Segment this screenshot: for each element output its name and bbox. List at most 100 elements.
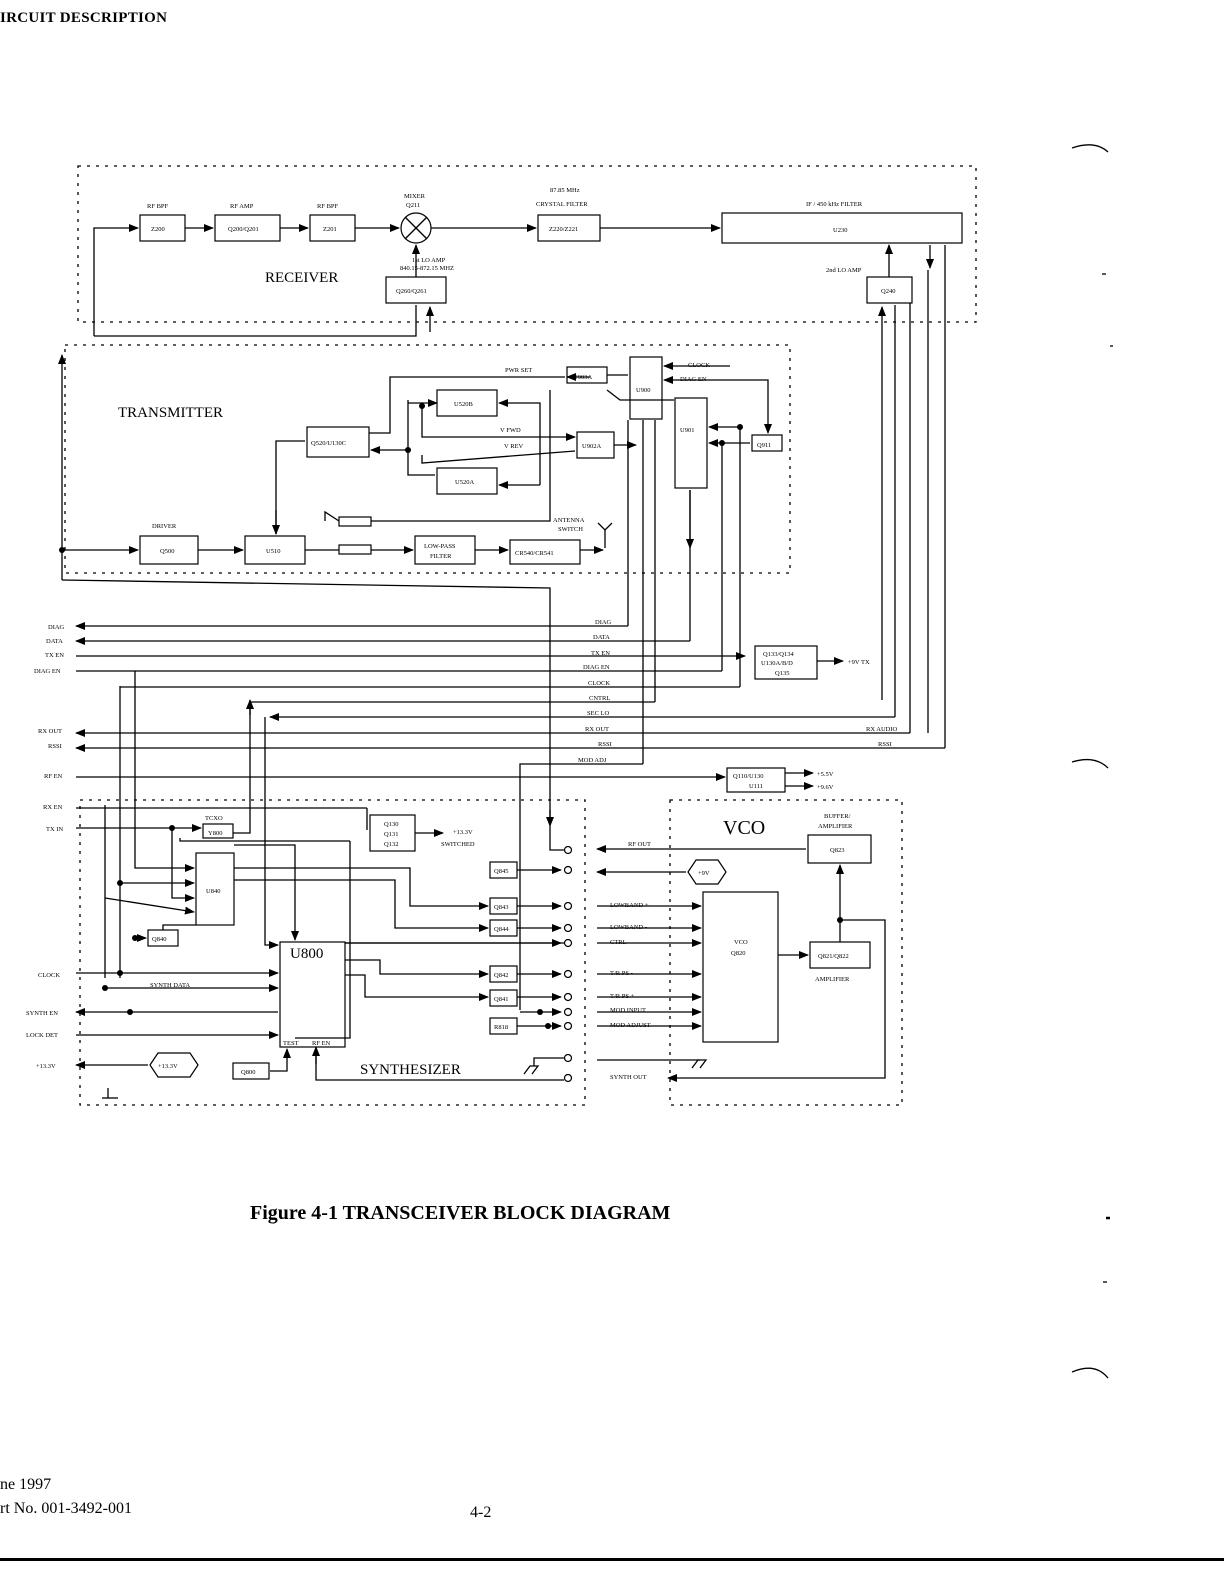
q840-id: Q840 (152, 936, 166, 943)
driver-q500 (139, 535, 199, 565)
lo1-label: 1st LO AMP (412, 257, 446, 264)
page-number: 4-2 (470, 1504, 492, 1521)
transmitter-title: TRANSMITTER (118, 405, 223, 421)
q110-box (726, 767, 786, 793)
q130-l1: Q130 (384, 821, 398, 828)
buffer-label: BUFFER/ (824, 813, 851, 820)
sig-left-tx-in: TX IN (46, 826, 63, 833)
sig-left-rx-en: RX EN (43, 804, 63, 811)
pwr-set-label: PWR SET (505, 367, 532, 374)
transmitter-section (64, 344, 791, 574)
switched-13v-label: +13.3V (453, 829, 473, 836)
q520-id: Q520/U130C (311, 440, 346, 447)
rf-amp-q200 (214, 214, 281, 242)
vco-title: VCO (723, 817, 765, 839)
page-header: IRCUIT DESCRIPTION (0, 10, 168, 26)
lpf-label2: FILTER (430, 553, 452, 560)
y800-box (202, 823, 234, 839)
regulator-13v-label: +13.3V (158, 1063, 178, 1070)
plus9v-label: +9V (698, 870, 710, 877)
if-filter-id: U230 (833, 227, 847, 234)
vco-block-label: VCO (734, 939, 748, 946)
q845-id: Q845 (494, 868, 508, 875)
u800-test-pin: TEST (283, 1040, 299, 1047)
q800-id: Q800 (241, 1069, 255, 1076)
sig-left-diag: DIAG (48, 624, 65, 631)
mixer-id: Q211 (406, 202, 420, 209)
rf-bpf2-id: Z201 (323, 226, 337, 233)
u900-box (629, 356, 663, 420)
if-filter-u230 (721, 212, 963, 244)
driver-label: DRIVER (152, 523, 177, 530)
rf-bpf2-label: RF BPF (317, 203, 339, 210)
rf-amp-label: RF AMP (230, 203, 254, 210)
sig-mid-clock: CLOCK (588, 680, 610, 687)
coupler-resistor-2 (338, 516, 372, 527)
crystal-filter-z220 (537, 214, 601, 242)
q130-l3: Q132 (384, 841, 398, 848)
margin-marks (1071, 144, 1113, 1379)
u800-rfen-pin: RF EN (312, 1040, 331, 1047)
u510-box (244, 535, 306, 565)
plus96-label: +9.6V (817, 784, 834, 791)
u800-box (279, 941, 346, 1048)
mixer-symbol (400, 212, 432, 244)
u520b-id: U520B (454, 401, 473, 408)
sig-mid-data: DATA (593, 634, 610, 641)
amplifier-label: AMPLIFIER (818, 823, 853, 830)
regulator-9v: +9V (687, 859, 727, 885)
lo2-id: Q240 (881, 288, 895, 295)
receiver-section (77, 165, 977, 323)
power-blocks: Q133/Q134 U130A/B/D Q135 +9V TX Q110/U13… (369, 645, 870, 852)
figure-caption: Figure 4-1 TRANSCEIVER BLOCK DIAGRAM (250, 1202, 671, 1224)
sig-mid-mod-adj: MOD ADJ (578, 757, 607, 764)
q800-box (232, 1062, 270, 1080)
rf-bpf-z201 (309, 214, 356, 242)
plus9tx-label: +9V TX (848, 659, 870, 666)
sig-mid-diag-en: DIAG EN (583, 664, 610, 671)
tcxo-label: TCXO (205, 815, 223, 822)
mixer-label: MIXER (404, 193, 426, 200)
sig-mid-sec-lo: SEC LO (587, 710, 610, 717)
y800-id: Y800 (208, 830, 222, 837)
q911-box (751, 434, 783, 452)
v-rev-label: V REV (504, 443, 524, 450)
low-pass-filter (414, 535, 476, 565)
rf-amp-id: Q200/Q201 (228, 226, 259, 233)
if-filter-label: IF / 450 kHz FILTER (806, 201, 863, 208)
sig-left-clock: CLOCK (38, 972, 60, 979)
q841-box (489, 989, 518, 1007)
q911-id: Q911 (757, 442, 771, 449)
antenna-icon (597, 522, 613, 548)
q130-l2: Q131 (384, 831, 398, 838)
v-fwd-label: V FWD (500, 427, 521, 434)
u520a-id: U520A (455, 479, 474, 486)
sig-left-rssi: RSSI (48, 743, 62, 750)
u840-box (195, 852, 235, 926)
lo1-freq: 840.15-872.15 MHZ (400, 265, 454, 272)
u840-id: U840 (206, 888, 220, 895)
q133-l3: Q135 (775, 670, 789, 677)
antenna-label: ANTENNA (553, 517, 585, 524)
synth-data-label: SYNTH DATA (150, 982, 190, 989)
cr540-id: CR540/CR541 (515, 550, 554, 557)
q110-l1: Q110/U130 (733, 773, 763, 780)
vco-amplifier-label: AMPLIFIER (815, 976, 850, 983)
q520-box (306, 426, 370, 458)
lo1-id: Q260/Q261 (396, 288, 427, 295)
synth-connector-terminals (563, 845, 573, 1083)
rf-bpf1-label: RF BPF (147, 203, 169, 210)
rf-bpf1-id: Z200 (151, 226, 165, 233)
receiver-chain: RF BPF Z200 RF AMP Q200/Q201 RF BPF Z201… (93, 187, 963, 337)
sig-mid-tx-en: TX EN (591, 650, 610, 657)
synthesizer-title: SYNTHESIZER (360, 1062, 461, 1078)
switched-label: SWITCHED (441, 841, 475, 848)
sig-left-diag-en: DIAG EN (34, 668, 61, 675)
plus55-label: +5.5V (817, 771, 834, 778)
antenna-switch-cr540 (509, 539, 581, 565)
q133-l1: Q133/Q134 (763, 651, 794, 658)
u510-id: U510 (266, 548, 280, 555)
sig-right-rssi: RSSI (878, 741, 892, 748)
receiver-title: RECEIVER (265, 270, 338, 286)
